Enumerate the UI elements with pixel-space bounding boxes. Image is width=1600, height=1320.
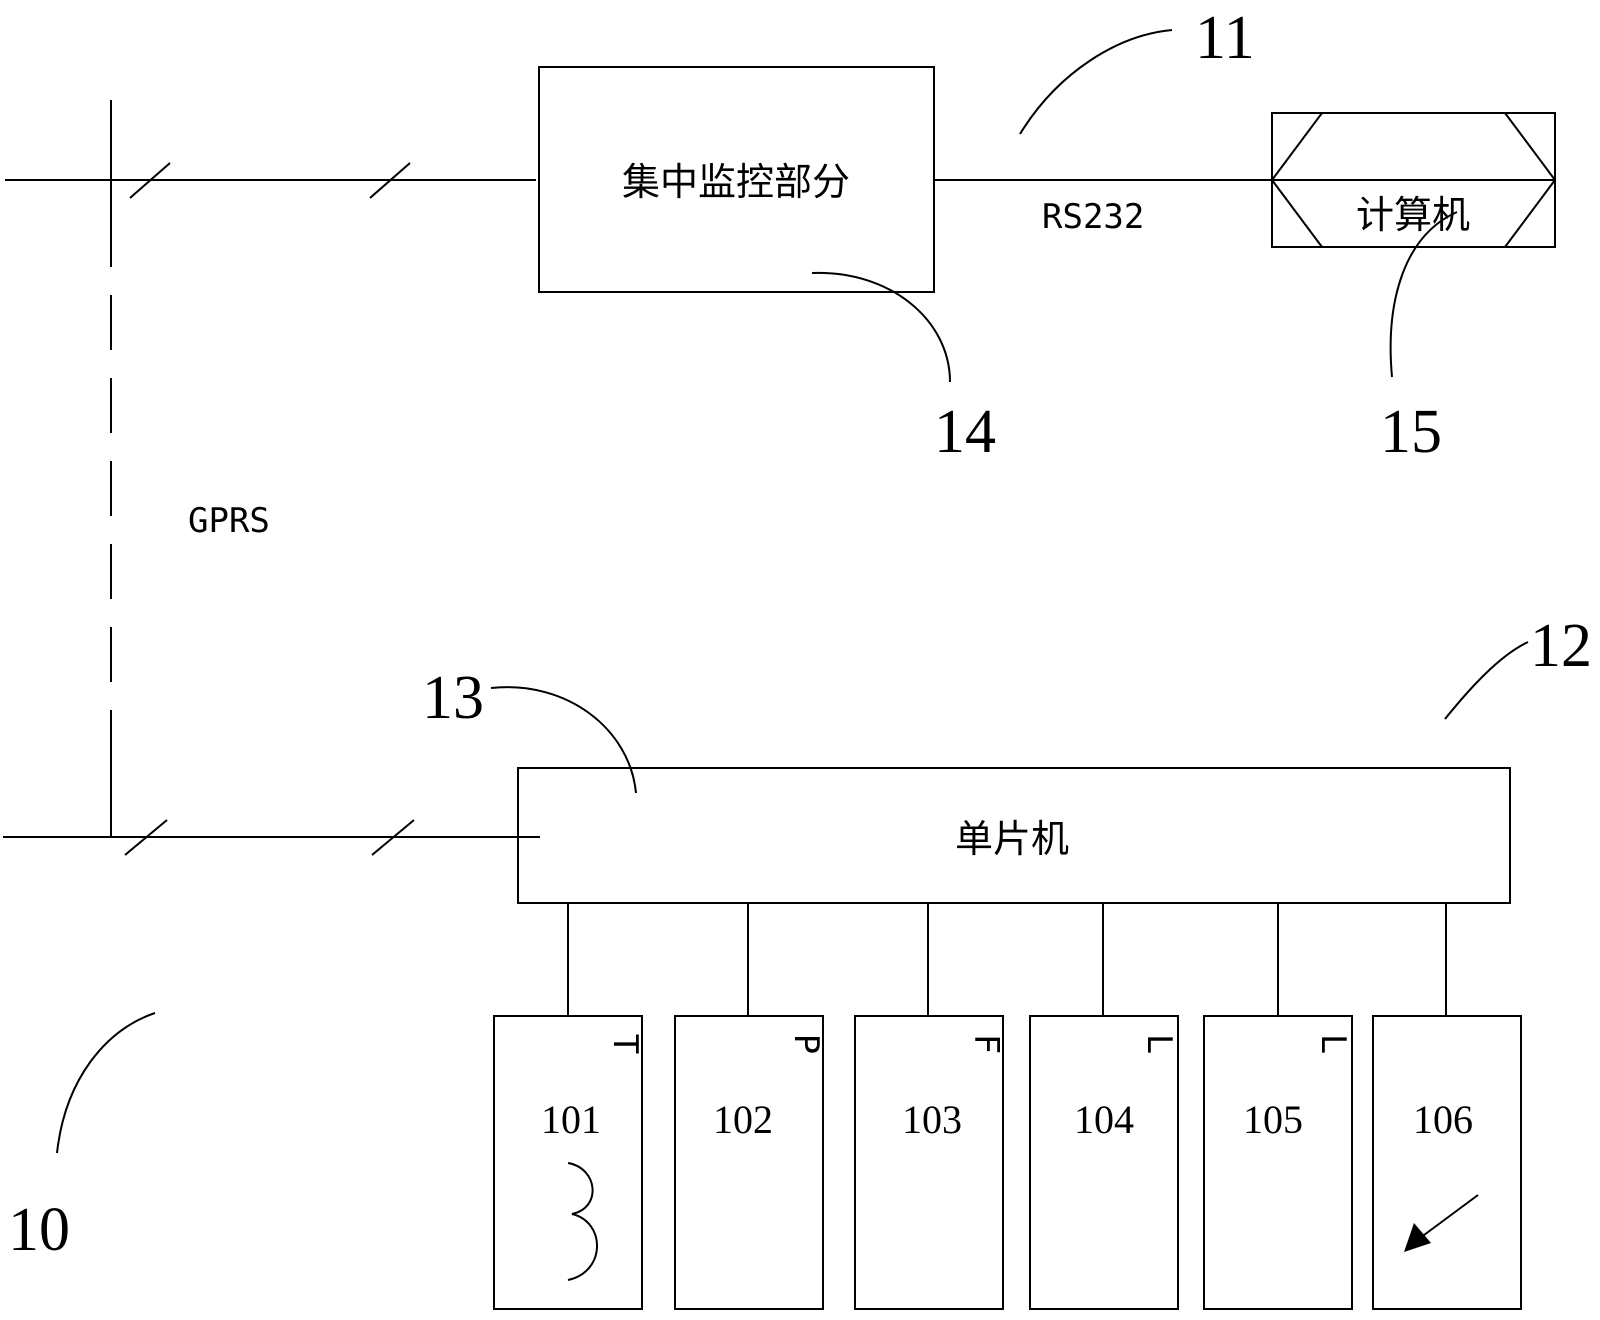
leader-13 — [490, 686, 637, 794]
sensor-number: 106 — [1413, 1097, 1473, 1142]
arrow-icon-shaft — [1419, 1194, 1479, 1239]
ref-15: 15 — [1380, 398, 1442, 466]
ref-11: 11 — [1195, 4, 1255, 72]
sensor-box — [1372, 1015, 1522, 1310]
sensor-number: 104 — [1074, 1097, 1134, 1142]
sensor-number: 102 — [713, 1097, 773, 1142]
sensor-box — [674, 1015, 824, 1310]
sensor-box — [493, 1015, 643, 1310]
bus-slash — [371, 819, 415, 856]
bus-slash — [124, 819, 168, 856]
bottom-bus — [3, 819, 540, 856]
sensor-105: 105 L — [1203, 1015, 1353, 1310]
top-bus — [5, 162, 536, 199]
sensor-letter: P — [786, 1034, 826, 1054]
sensor-letter: L — [1313, 1034, 1353, 1054]
sensor-number: 105 — [1243, 1097, 1303, 1142]
reference-numerals: 11 14 15 13 12 10 — [8, 4, 1592, 1264]
ref-14: 14 — [934, 398, 996, 466]
sensor-box — [854, 1015, 1004, 1310]
sensor-letter: T — [605, 1034, 645, 1054]
sensor-number: 103 — [902, 1097, 962, 1142]
rs232-link: RS232 — [934, 179, 1272, 237]
sensor-box — [1029, 1015, 1179, 1310]
coil-icon — [567, 1162, 598, 1281]
sensor-letter: L — [1139, 1034, 1179, 1054]
reference-leaders — [56, 29, 1529, 1154]
ref-13: 13 — [422, 664, 484, 732]
sensor-letter: F — [966, 1034, 1006, 1054]
leader-14 — [811, 271, 951, 383]
leader-15 — [1389, 211, 1458, 378]
computer-box: 计算机 — [1270, 112, 1557, 248]
bus-slash — [369, 162, 411, 199]
gprs-label: GPRS — [188, 501, 270, 541]
central-monitor-label: 集中监控部分 — [622, 160, 850, 204]
leader-10 — [56, 1012, 156, 1154]
sensor-106: 106 — [1372, 1015, 1522, 1310]
mcu-label: 单片机 — [955, 817, 1069, 861]
leader-12 — [1444, 641, 1529, 720]
ref-10: 10 — [8, 1196, 70, 1264]
sensor-102: 102 P — [674, 1015, 826, 1310]
arrow-icon-head — [1404, 1223, 1431, 1252]
rs232-label: RS232 — [1042, 197, 1144, 237]
leader-11 — [1019, 29, 1173, 135]
mcu-box: 单片机 — [517, 767, 1511, 904]
bus-slash — [129, 162, 171, 199]
sensor-101: 101 T — [493, 1015, 645, 1310]
mcu-rect — [517, 767, 1511, 904]
sensor-box — [1203, 1015, 1353, 1310]
ref-12: 12 — [1530, 612, 1592, 680]
central-monitor-box: 集中监控部分 — [538, 66, 935, 293]
sensor-number: 101 — [541, 1097, 601, 1142]
sensor-103: 103 F — [854, 1015, 1006, 1310]
sensor-104: 104 L — [1029, 1015, 1179, 1310]
sensor-connectors — [567, 903, 1447, 1016]
gprs-link: GPRS — [110, 100, 270, 836]
